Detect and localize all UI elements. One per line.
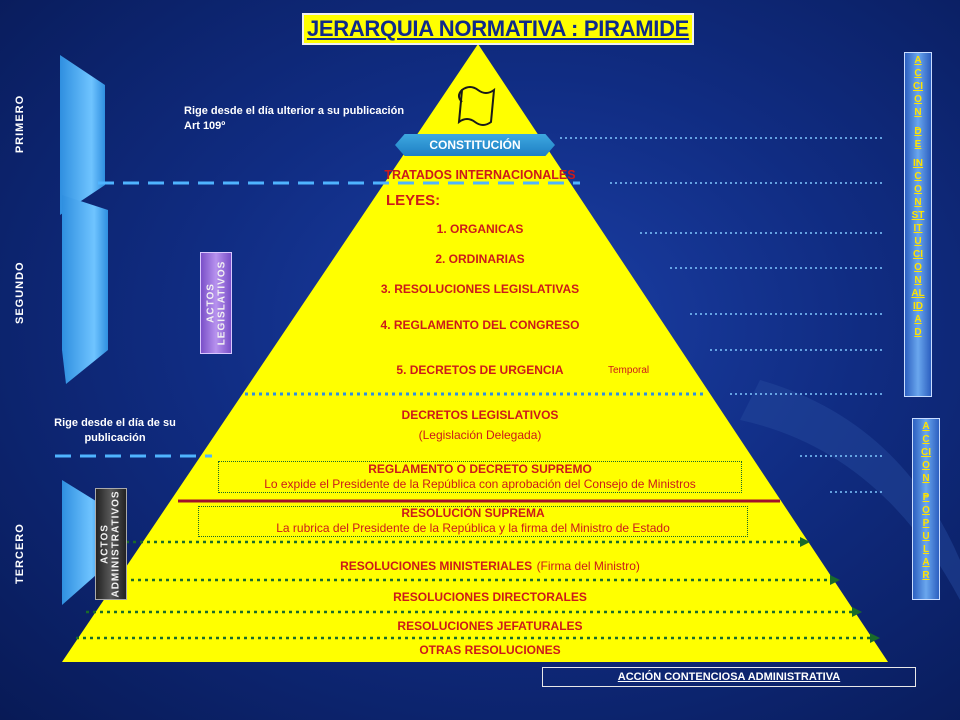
note-rige-ulterior: Rige desde el día ulterior a su publicac… — [184, 104, 404, 134]
vertical-letter: C — [922, 434, 930, 445]
vertical-letter: ID — [913, 301, 923, 312]
vertical-letter: A — [922, 557, 930, 568]
level-reglamento-congreso: 4. REGLAMENTO DEL CONGRESO — [380, 318, 580, 332]
vertical-letter: C — [914, 68, 922, 79]
vertical-letter: L — [922, 544, 930, 555]
level-legislacion-delegada: (Legislación Delegada) — [418, 428, 542, 442]
level-decretos-legislativos: DECRETOS LEGISLATIVOS — [401, 408, 559, 422]
vertical-letter: C — [914, 171, 922, 182]
actos-administrativos-text: ACTOS ADMINISTRATIVOS — [100, 490, 122, 597]
note-rige-ulterior-line1: Rige desde el día ulterior a su publicac… — [184, 105, 405, 117]
pyramid-shape — [62, 44, 888, 662]
note-temporal: Temporal — [608, 365, 650, 376]
level-constitucion: CONSTITUCIÓN — [395, 134, 555, 156]
box-reglamento-decreto — [218, 461, 742, 493]
label-primero: PRIMERO — [14, 94, 26, 154]
vertical-letter: U — [914, 236, 922, 247]
vertical-letter: R — [922, 570, 930, 581]
vertical-letter: D — [914, 327, 922, 338]
level-otras-resoluciones: OTRAS RESOLUCIONES — [419, 643, 561, 657]
label-segundo: SEGUNDO — [14, 261, 26, 324]
vertical-letter: N — [922, 473, 930, 484]
vertical-letter: CI — [921, 447, 931, 458]
level-leyes-heading: LEYES: — [386, 192, 441, 209]
vertical-letter: N — [914, 275, 922, 286]
arrow-primero — [60, 55, 105, 215]
vertical-letter: D — [914, 126, 922, 137]
note-rige-dia-line1: Rige desde el día de su — [54, 417, 176, 429]
vertical-letter: CI — [913, 249, 923, 260]
level-resoluciones-ministeriales: RESOLUCIONES MINISTERIALES — [340, 559, 533, 573]
note-rige-dia-line2: publicación — [84, 432, 146, 444]
vertical-letter: O — [922, 505, 930, 516]
level-resoluciones-ministeriales-row: RESOLUCIONES MINISTERIALES (Firma del Mi… — [260, 557, 720, 575]
level-resoluciones-legislativas: 3. RESOLUCIONES LEGISLATIVAS — [380, 282, 580, 296]
vertical-letter: A — [914, 314, 922, 325]
arrowheads-green — [800, 537, 880, 643]
vertical-letter: O — [914, 184, 922, 195]
actos-legislativos-line1: ACTOS — [205, 283, 217, 323]
level-tratados: TRATADOS INTERNACIONALES — [384, 168, 576, 182]
actos-administrativos-line1: ACTOS — [100, 524, 112, 564]
level-firma-ministro: (Firma del Ministro) — [536, 559, 640, 573]
vertical-letter: IT — [913, 223, 923, 234]
actos-legislativos-line2: LEGISLATIVOS — [216, 260, 228, 346]
vertical-letter: O — [922, 460, 930, 471]
box-accion-contenciosa: ACCIÓN CONTENCIOSA ADMINISTRATIVA — [542, 667, 916, 687]
level-resolucion-suprema-desc: La rubrica del Presidente de la Repúblic… — [276, 521, 670, 535]
dotted-lines-right — [560, 137, 885, 493]
vertical-letter: AL — [911, 288, 925, 299]
vertical-letter: CI — [913, 81, 923, 92]
actos-administrativos-line2: ADMINISTRATIVOS — [111, 490, 123, 598]
level-resoluciones-directorales: RESOLUCIONES DIRECTORALES — [393, 590, 587, 604]
vertical-letter: E — [914, 139, 922, 150]
arrow-tercero — [62, 480, 104, 605]
scroll-icon — [457, 86, 496, 126]
vertical-letter: N — [914, 107, 922, 118]
note-rige-dia: Rige desde el día de su publicación — [40, 416, 190, 446]
vertical-letter: U — [922, 531, 930, 542]
label-tercero: TERCERO — [14, 523, 26, 584]
level-resolucion-suprema: RESOLUCIÓN SUPREMA — [401, 506, 545, 520]
level-resoluciones-jefaturales: RESOLUCIONES JEFATURALES — [397, 619, 583, 633]
vertical-letter: N — [914, 197, 922, 208]
box-actos-legislativos: ACTOS LEGISLATIVOS — [200, 252, 232, 354]
vertical-letter: A — [914, 55, 922, 66]
vertical-letter: O — [914, 262, 922, 273]
vertical-letter: ST — [911, 210, 925, 221]
vertical-letter: IN — [913, 158, 923, 169]
page-title: JERARQUIA NORMATIVA : PIRAMIDE — [302, 13, 694, 45]
box-resolucion-suprema — [198, 506, 748, 537]
level-reglamento-decreto-desc: Lo expide el Presidente de la República … — [264, 477, 696, 491]
level-organicas: 1. ORGANICAS — [436, 222, 524, 236]
box-actos-administrativos: ACTOS ADMINISTRATIVOS — [95, 488, 127, 600]
level-reglamento-decreto: REGLAMENTO O DECRETO SUPREMO — [368, 462, 592, 476]
actos-legislativos-text: ACTOS LEGISLATIVOS — [205, 261, 227, 346]
background-swoosh — [740, 380, 960, 600]
level-decretos-urgencia: 5. DECRETOS DE URGENCIA — [396, 363, 564, 377]
arrow-segundo — [62, 195, 108, 384]
vertical-letter: A — [922, 421, 930, 432]
note-rige-ulterior-line2: Art 109º — [184, 120, 226, 132]
dotted-lines-green — [76, 540, 870, 640]
vertical-letter: P — [922, 492, 930, 503]
level-ordinarias: 2. ORDINARIAS — [435, 252, 525, 266]
vertical-letter: O — [914, 94, 922, 105]
vertical-letter: P — [922, 518, 930, 529]
